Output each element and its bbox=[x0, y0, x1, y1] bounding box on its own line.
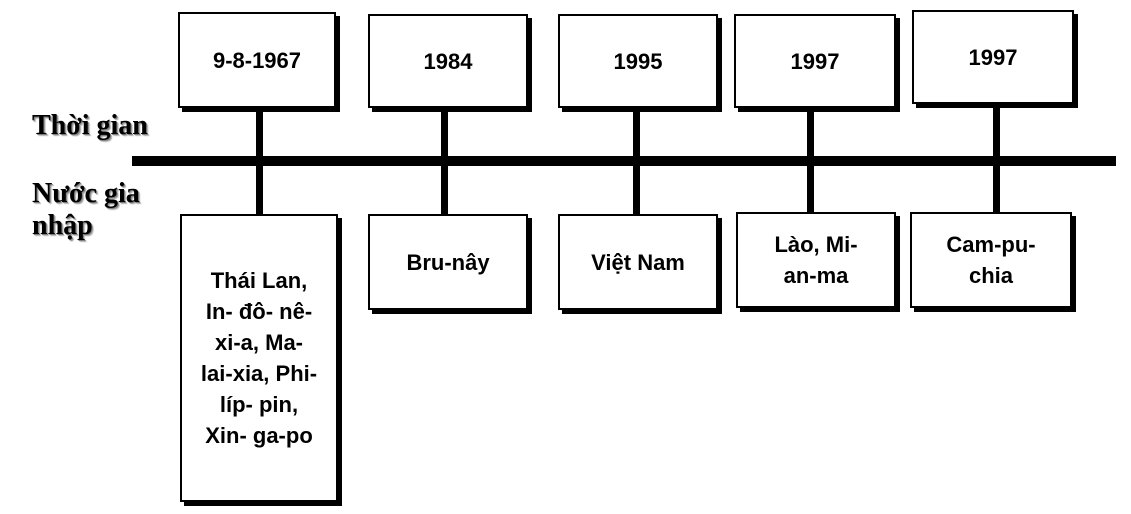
year-label: 1997 bbox=[968, 44, 1018, 70]
year-box-5: 1997 bbox=[912, 10, 1074, 104]
year-label: 1997 bbox=[790, 48, 840, 74]
country-box-2: Bru-nây bbox=[368, 214, 528, 310]
country-axis-label: Nước gia nhập bbox=[32, 178, 140, 241]
country-list: Bru-nây bbox=[406, 249, 490, 275]
connector-top-2 bbox=[441, 106, 448, 158]
year-box-2: 1984 bbox=[368, 14, 528, 108]
country-list: Việt Nam bbox=[591, 249, 685, 275]
connector-top-4 bbox=[807, 106, 814, 158]
country-box-4: Lào, Mi- an-ma bbox=[736, 212, 896, 308]
connector-bottom-2 bbox=[441, 164, 448, 216]
connector-bottom-5 bbox=[993, 164, 1000, 214]
connector-top-1 bbox=[256, 106, 263, 158]
connector-bottom-1 bbox=[256, 164, 263, 216]
country-box-5: Cam-pu- chia bbox=[910, 212, 1072, 308]
year-label: 1984 bbox=[423, 48, 473, 74]
country-list: Cam-pu- chia bbox=[946, 232, 1036, 288]
country-list: Lào, Mi- an-ma bbox=[774, 232, 858, 288]
country-box-3: Việt Nam bbox=[558, 214, 718, 310]
country-box-1: Thái Lan, In- đô- nê- xi-a, Ma- lai-xia,… bbox=[180, 214, 338, 502]
year-box-3: 1995 bbox=[558, 14, 718, 108]
country-list: Thái Lan, In- đô- nê- xi-a, Ma- lai-xia,… bbox=[200, 268, 318, 448]
timeline-axis bbox=[132, 156, 1116, 166]
year-box-4: 1997 bbox=[734, 14, 896, 108]
connector-bottom-3 bbox=[633, 164, 640, 216]
year-box-1: 9-8-1967 bbox=[178, 12, 336, 108]
connector-top-5 bbox=[993, 104, 1000, 158]
year-label: 9-8-1967 bbox=[212, 47, 302, 73]
year-label: 1995 bbox=[613, 48, 663, 74]
connector-bottom-4 bbox=[807, 164, 814, 216]
connector-top-3 bbox=[633, 106, 640, 158]
time-axis-label: Thời gian bbox=[32, 110, 148, 141]
